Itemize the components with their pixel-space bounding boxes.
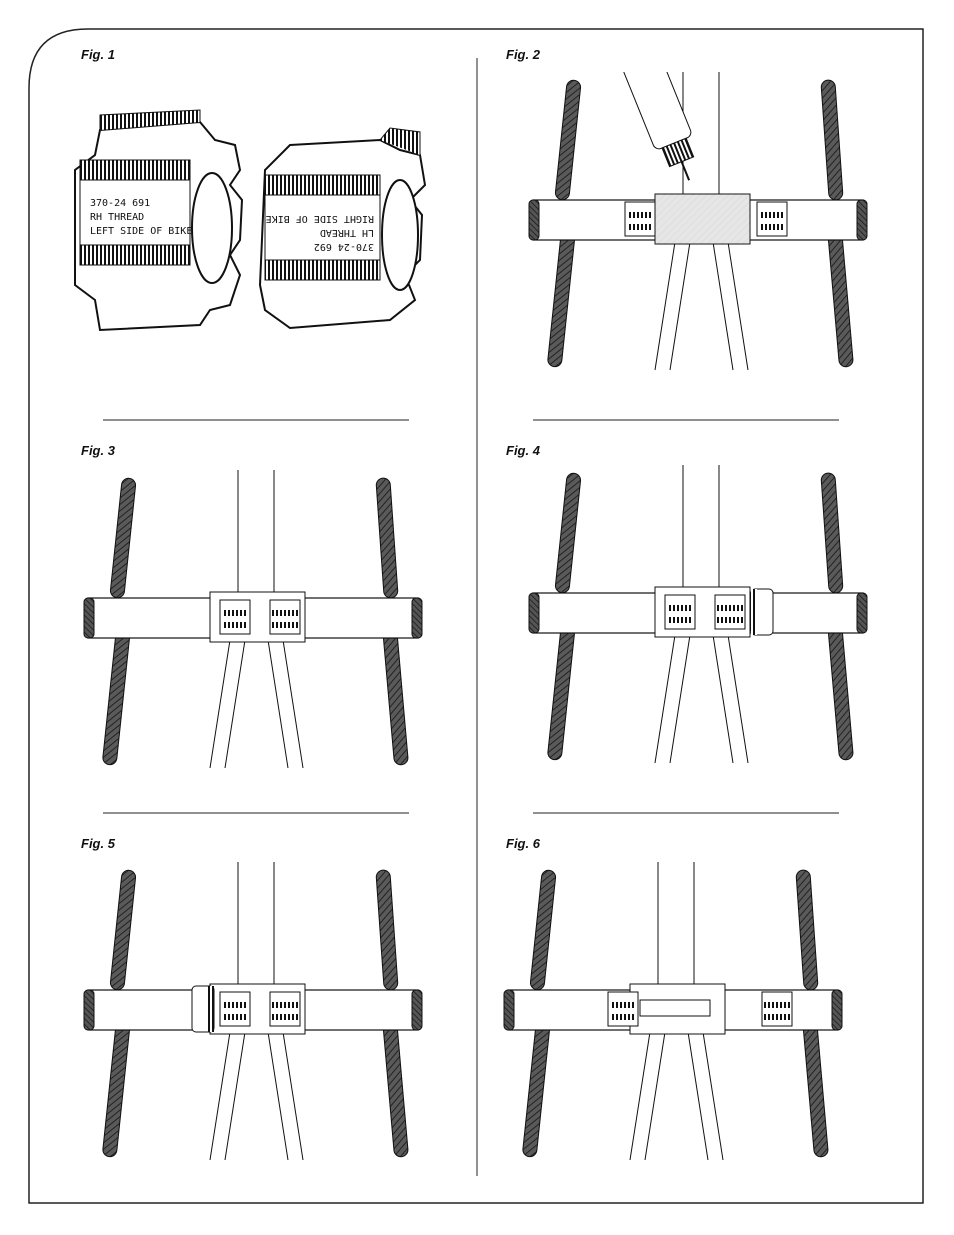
fig-4-label: Fig. 4 (506, 443, 540, 458)
fig-6-removed-illustration (500, 862, 860, 1167)
fig-2-label: Fig. 2 (506, 47, 540, 62)
fig-3-label: Fig. 3 (81, 443, 115, 458)
page-frame (28, 28, 924, 1204)
fig-1-label: Fig. 1 (81, 47, 115, 62)
fig-2-svg (528, 53, 868, 371)
fig-6-label: Fig. 6 (506, 836, 540, 851)
fig-4-right-cutter-illustration (525, 465, 875, 770)
rh-cutter: 370-24 691 RH THREAD LEFT SIDE OF BIKE (74, 109, 244, 332)
lh-cutter-side: RIGHT SIDE OF BIKE (266, 213, 374, 224)
fig-1-cutters-illustration: 370-24 691 RH THREAD LEFT SIDE OF BIKE 3… (60, 100, 440, 355)
rh-cutter-side: LEFT SIDE OF BIKE (90, 226, 192, 237)
fig-2-lubricate-illustration (525, 53, 875, 377)
fig-5-left-cutter-illustration (80, 862, 430, 1167)
fig-3-cutters-inserted-illustration (80, 470, 430, 775)
lh-cutter-thread: LH THREAD (320, 227, 374, 238)
rh-cutter-code: 370-24 691 (90, 198, 150, 209)
lh-cutter-code: 370-24 692 (314, 241, 374, 252)
lh-cutter: 370-24 692 LH THREAD RIGHT SIDE OF BIKE (258, 127, 427, 330)
fig-5-label: Fig. 5 (81, 836, 115, 851)
rh-cutter-thread: RH THREAD (90, 212, 144, 223)
